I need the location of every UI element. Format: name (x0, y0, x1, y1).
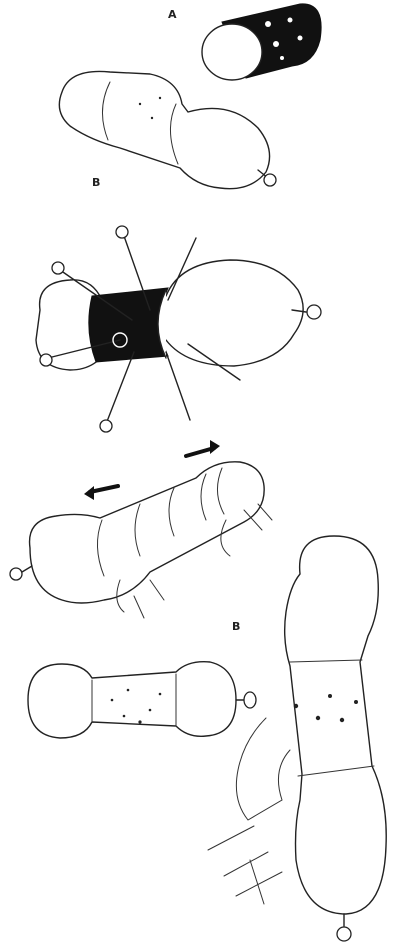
balloon-with-tube (59, 71, 276, 188)
balloon-finished-small (28, 662, 256, 738)
balloon-held-upright (208, 536, 386, 941)
balloon-twisting (10, 440, 272, 618)
balloon-skewered (36, 226, 321, 432)
tube-a (202, 4, 321, 80)
